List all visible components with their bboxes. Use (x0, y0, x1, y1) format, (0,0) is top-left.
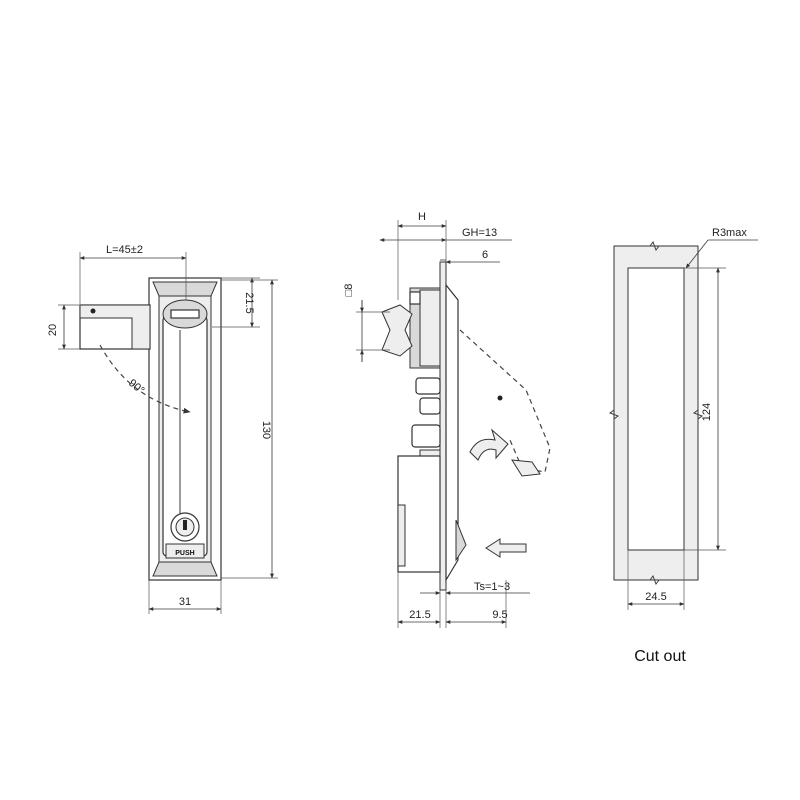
dim-width: 31 (179, 596, 191, 608)
stud-2 (419, 397, 441, 415)
dim-radius: R3max (712, 227, 747, 239)
cutout-view: R3max 124 24.5 Cut out (608, 227, 758, 665)
bezel-bottom-bevel (152, 561, 218, 577)
rotated-handle-pin (90, 308, 96, 314)
flange (445, 283, 459, 583)
cutout-opening (627, 267, 685, 551)
dim-height: 130 (260, 421, 272, 439)
dim-cutout-width: 24.5 (645, 591, 666, 603)
dim-6: 6 (482, 249, 488, 261)
push-plate (165, 543, 205, 559)
dim-depth: 21.5 (409, 609, 430, 621)
rotated-handle-face (79, 304, 151, 350)
dim-square: □8 (343, 284, 355, 297)
keyhole-icon (183, 520, 187, 530)
stud-1 (415, 377, 441, 395)
stud-3 (411, 424, 441, 448)
panel-plate (439, 261, 447, 591)
dim-top: 21.5 (243, 292, 255, 313)
rotation-arc (99, 344, 191, 414)
dim-ts: Ts=1~3 (474, 581, 510, 593)
trigger (455, 519, 467, 562)
push-label: PUSH (175, 550, 194, 557)
handle-top-slot (170, 309, 200, 319)
side-view: H GH=13 6 □8 Ts=1~3 21.5 9.5 (343, 211, 551, 628)
rotate-arrow-icon (469, 428, 509, 461)
front-view: PUSH 90° L=45±2 20 21.5 130 31 (47, 244, 278, 614)
push-arrow-icon (485, 538, 527, 558)
dim-length: L=45±2 (106, 244, 143, 256)
cutout-caption: Cut out (634, 648, 686, 665)
handle-swing-path (459, 329, 551, 473)
dim-h: H (418, 211, 426, 223)
square-cam (381, 304, 413, 357)
dim-9-5: 9.5 (492, 609, 507, 621)
bezel-top-bevel (152, 281, 218, 297)
dim-handle: 20 (47, 324, 59, 336)
dim-cutout-height: 124 (701, 403, 713, 421)
dim-gh: GH=13 (462, 227, 497, 239)
